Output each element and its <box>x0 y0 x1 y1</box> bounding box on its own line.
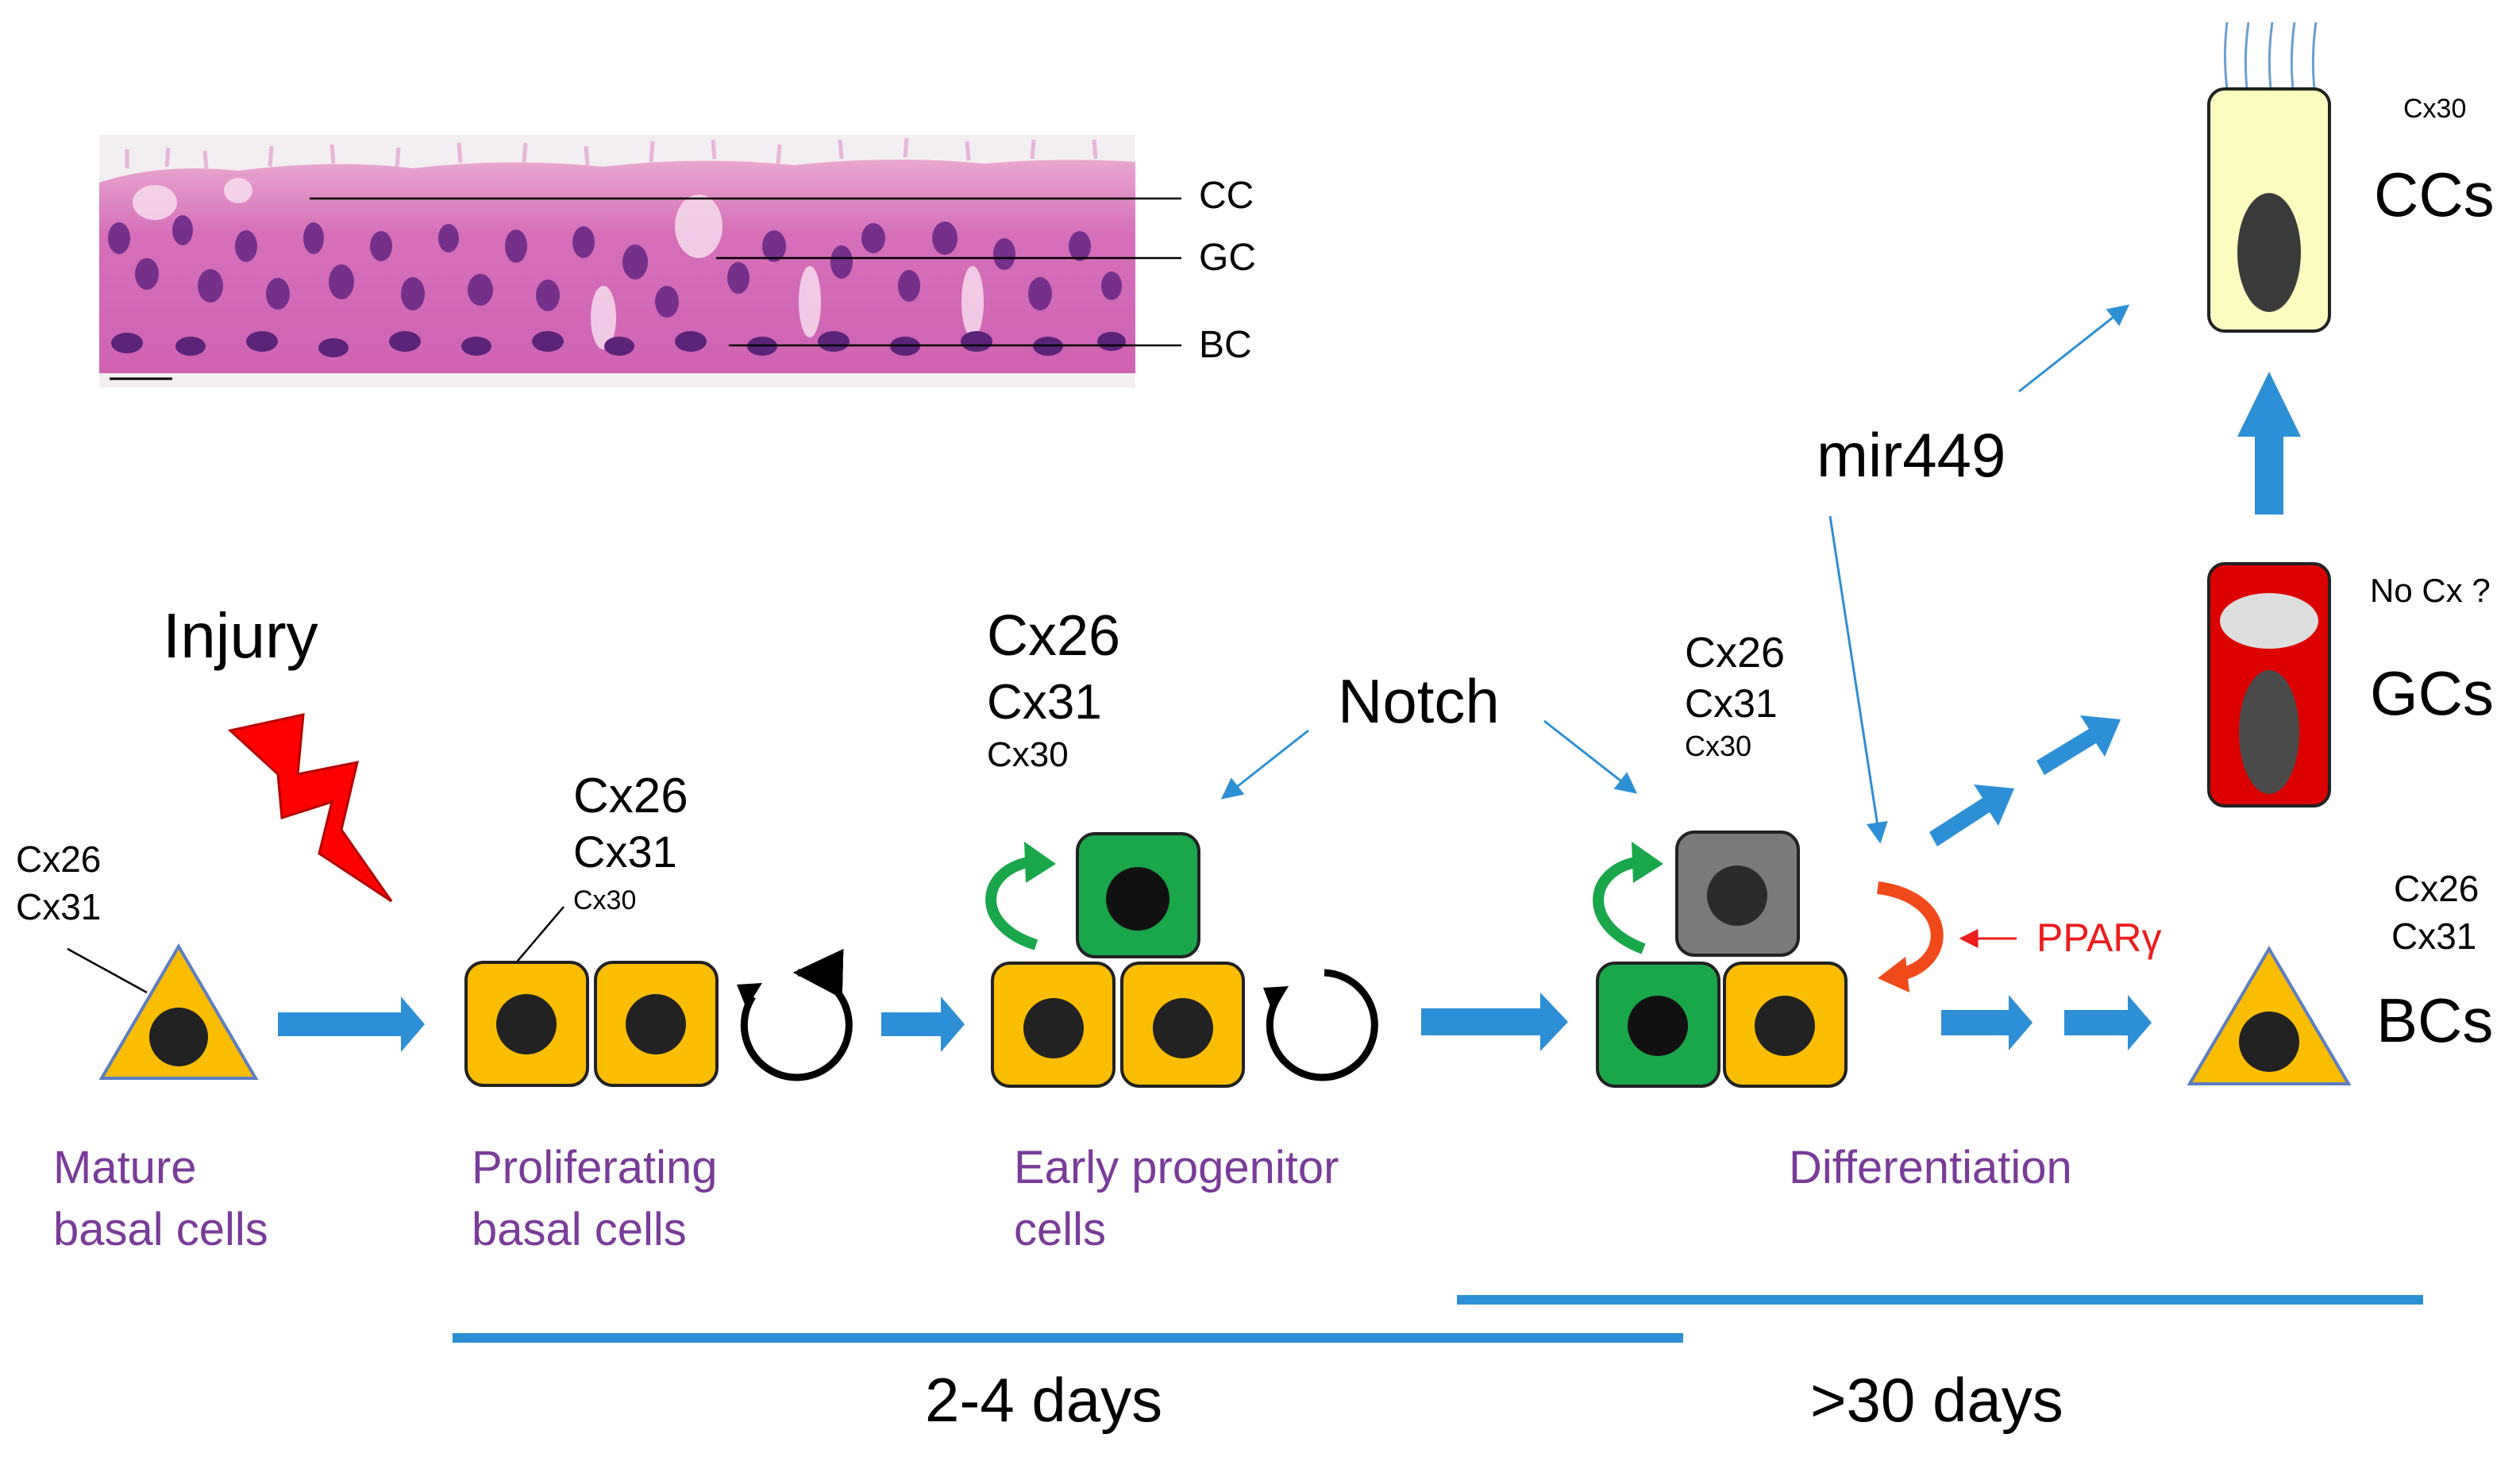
differentiation-caption: Differentiation <box>1789 1142 2072 1193</box>
basal-cell-outcome <box>2187 946 2352 1085</box>
early-progenitor-basal-cell <box>991 962 1116 1088</box>
differentiating-gray-cell <box>1675 831 1800 957</box>
injury-label: Injury <box>163 600 318 671</box>
arrow-right-icon <box>1421 993 1568 1051</box>
proliferating-basal-cell <box>594 961 719 1087</box>
arrow-up-right-icon <box>2036 715 2121 775</box>
early-progenitor-basal-cell <box>1120 962 1245 1088</box>
green-curved-arrow-icon <box>1024 842 1056 883</box>
differentiation-green-cell <box>1596 962 1720 1088</box>
marker-cx31: Cx31 <box>1685 681 1778 726</box>
mature-caption-line1: Mature <box>53 1142 197 1193</box>
early-progenitor-green-cell <box>1076 832 1200 958</box>
proliferating-markers: Cx26 Cx31 Cx30 <box>573 769 688 915</box>
lightning-bolt-icon <box>227 713 393 903</box>
marker-cx31: Cx31 <box>16 886 101 927</box>
arrow-up-right-icon <box>1929 784 2014 846</box>
marker-cx26: Cx26 <box>573 769 688 823</box>
mature-caption-line2: basal cells <box>53 1204 268 1255</box>
mature-markers: Cx26 Cx31 <box>16 838 101 927</box>
ccs-label: CCs <box>2374 160 2495 229</box>
marker-cx31: Cx31 <box>573 827 677 877</box>
green-curved-arrow-icon <box>1632 842 1663 883</box>
proliferating-caption-line2: basal cells <box>472 1204 687 1255</box>
gcs-marker: No Cx ? <box>2370 572 2491 609</box>
notch-label: Notch <box>1338 666 1500 736</box>
ccs-marker: Cx30 <box>2403 94 2466 124</box>
green-curved-arrow-icon <box>985 856 1038 950</box>
histology-label-cc: CC <box>1199 175 1254 217</box>
ciliated-cell <box>2207 21 2331 333</box>
arrow-right-icon <box>2064 995 2152 1050</box>
cycle-arrow-icon <box>1266 969 1378 1081</box>
cycle-arrow-icon <box>1263 986 1289 1012</box>
differentiation-basal-cell <box>1723 962 1848 1088</box>
red-curved-arrow-icon <box>1878 957 1909 993</box>
mature-basal-cell <box>98 943 259 1080</box>
cycle-arrow-icon <box>740 949 853 1081</box>
early-progenitor-markers: Cx26 Cx31 Cx30 <box>987 604 1120 774</box>
marker-cx31: Cx31 <box>987 675 1102 730</box>
arrow-up-icon <box>2237 372 2301 515</box>
bcs-marker-cx31: Cx31 <box>2391 915 2476 957</box>
early-progenitor-caption-line1: Early progenitor <box>1014 1142 1339 1193</box>
gcs-label: GCs <box>2370 658 2494 728</box>
bcs-label: BCs <box>2376 985 2493 1055</box>
marker-cx30: Cx30 <box>987 735 1069 774</box>
mir449-label: mir449 <box>1817 420 2006 490</box>
timeline-short-label: 2-4 days <box>925 1365 1162 1435</box>
timeline-long-label: >30 days <box>1810 1365 2063 1435</box>
arrow-right-icon <box>1941 995 2033 1050</box>
marker-cx26: Cx26 <box>16 838 101 880</box>
arrow-right-icon <box>278 996 425 1052</box>
goblet-cell <box>2207 562 2331 808</box>
bcs-marker-cx26: Cx26 <box>2394 868 2479 909</box>
early-progenitor-caption-line2: cells <box>1014 1204 1106 1255</box>
marker-cx26: Cx26 <box>1685 629 1785 676</box>
histology-label-bc: BC <box>1199 324 1252 366</box>
red-curved-arrow-icon <box>1876 881 1944 981</box>
green-curved-arrow-icon <box>1593 856 1646 954</box>
ppar-label: PPARγ <box>2036 915 2161 960</box>
marker-cx30: Cx30 <box>573 885 636 915</box>
cycle-arrow-icon <box>737 983 762 1008</box>
proliferating-basal-cell <box>464 961 589 1087</box>
histology-micrograph <box>99 135 1181 387</box>
marker-cx26: Cx26 <box>987 604 1120 668</box>
marker-cx30: Cx30 <box>1685 730 1751 762</box>
proliferating-caption-line1: Proliferating <box>472 1142 717 1193</box>
differentiation-markers: Cx26 Cx31 Cx30 <box>1685 629 1785 762</box>
arrow-right-icon <box>881 996 965 1052</box>
histology-label-gc: GC <box>1199 237 1256 279</box>
